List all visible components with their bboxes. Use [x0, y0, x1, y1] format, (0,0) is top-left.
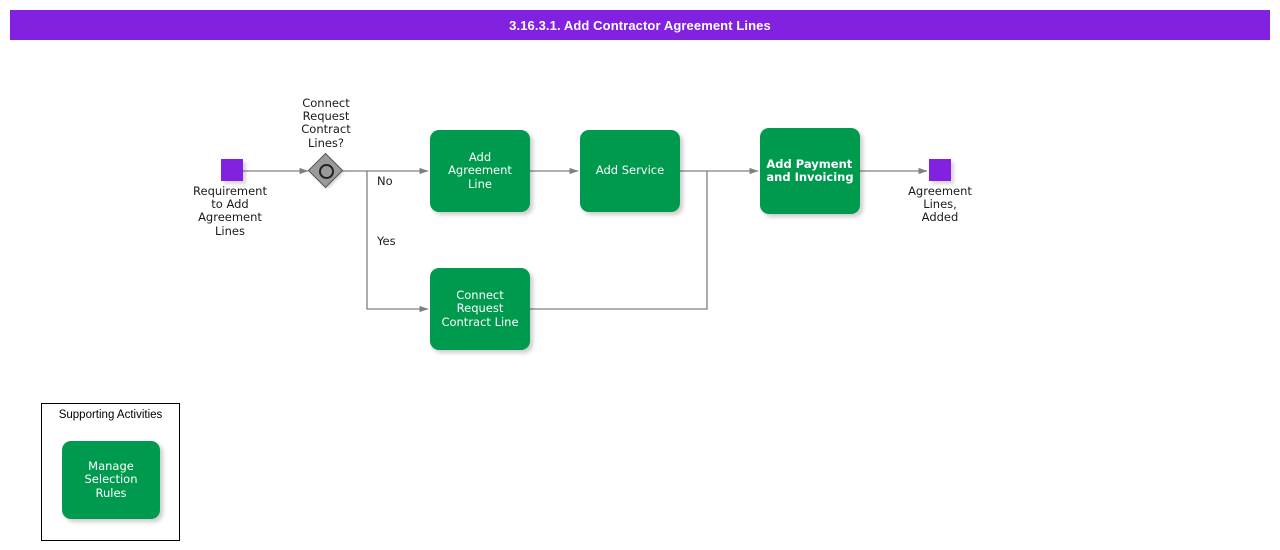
page-title-bar: 3.16.3.1. Add Contractor Agreement Lines [10, 10, 1270, 40]
inclusive-gateway[interactable] [307, 152, 344, 189]
end-event[interactable] [929, 159, 951, 181]
task-add-service[interactable]: Add Service [580, 130, 680, 212]
supporting-activities-panel: Supporting Activities Manage Selection R… [41, 403, 180, 541]
gateway-inclusive-circle-icon [319, 164, 334, 179]
start-event-label: Requirement to Add Agreement Lines [193, 184, 267, 238]
flow-label-yes: Yes [377, 234, 396, 248]
supporting-activities-title: Supporting Activities [58, 409, 163, 421]
task-add-payment-and-invoicing[interactable]: Add Payment and Invoicing [760, 128, 860, 214]
flow-label-no: No [377, 174, 393, 188]
task-add-agreement-line-label: Add Agreement Line [448, 149, 512, 191]
task-manage-selection-rules[interactable]: Manage Selection Rules [62, 441, 160, 519]
start-event[interactable] [221, 159, 243, 181]
task-add-agreement-line[interactable]: Add Agreement Line [430, 130, 530, 212]
task-connect-request-contract-line-label: Connect Request Contract Line [441, 287, 519, 329]
task-add-service-label: Add Service [595, 163, 665, 178]
page-title: 3.16.3.1. Add Contractor Agreement Lines [509, 17, 771, 33]
task-manage-selection-rules-label: Manage Selection Rules [84, 458, 138, 500]
task-connect-request-contract-line[interactable]: Connect Request Contract Line [430, 268, 530, 350]
gateway-label: Connect Request Contract Lines? [301, 96, 351, 150]
task-add-payment-and-invoicing-label: Add Payment and Invoicing [766, 156, 854, 184]
end-event-label: Agreement Lines, Added [908, 184, 972, 225]
